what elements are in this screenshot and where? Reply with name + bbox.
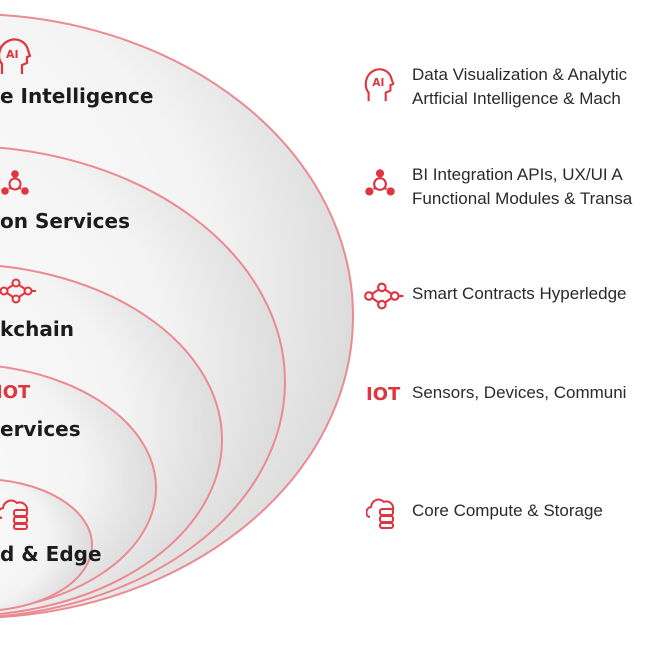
- legend-line: Functional Modules & Transa: [412, 189, 633, 208]
- layer-label-blockchain: kchain: [0, 317, 74, 341]
- legend-item-iot: IOT Sensors, Devices, Communi: [364, 381, 660, 441]
- legend-text: Core Compute & Storage: [412, 499, 660, 523]
- ai-head-icon: AI: [0, 38, 32, 74]
- legend-line: Data Visualization & Analytic: [412, 65, 628, 84]
- layer-label-cloud-edge: d & Edge: [0, 542, 102, 566]
- legend-item-services: BI Integration APIs, UX/UI A Functional …: [364, 163, 660, 223]
- legend-text: Smart Contracts Hyperledge: [412, 282, 660, 306]
- iot-icon: IOT: [0, 382, 31, 402]
- layer-label-services: on Services: [0, 209, 130, 233]
- iot-icon-text: IOT: [0, 382, 31, 402]
- ring-cloud-edge: [0, 479, 93, 611]
- network-cubes-icon: [1, 170, 29, 195]
- legend-item-blockchain: Smart Contracts Hyperledge: [364, 282, 660, 342]
- legend-item-cloud-edge: Core Compute & Storage: [364, 498, 660, 559]
- legend-text: Sensors, Devices, Communi: [412, 381, 660, 405]
- legend-line: Sensors, Devices, Communi: [412, 383, 627, 402]
- layer-label-intelligence: e Intelligence: [0, 84, 154, 108]
- legend-text: Data Visualization & Analytic Artficial …: [412, 63, 660, 111]
- legend-text: BI Integration APIs, UX/UI A Functional …: [412, 163, 660, 211]
- iot-icon: IOT: [366, 384, 401, 405]
- cloud-storage-icon: [0, 499, 29, 530]
- legend-line: Artficial Intelligence & Mach: [412, 89, 621, 108]
- cloud-storage-icon: [366, 498, 395, 529]
- legend-line: BI Integration APIs, UX/UI A: [412, 165, 623, 184]
- legend-item-intelligence: AI Data Visualization & Analytic Artfici…: [364, 63, 660, 123]
- iot-icon-text: IOT: [366, 384, 401, 405]
- legend-line: Smart Contracts Hyperledge: [412, 284, 627, 303]
- svg-text:AI: AI: [372, 77, 384, 89]
- ai-head-icon: AI: [364, 68, 395, 102]
- network-cubes-icon: [365, 169, 395, 196]
- legend-line: Core Compute & Storage: [412, 501, 603, 520]
- blockchain-links-icon: [0, 278, 36, 304]
- svg-text:AI: AI: [6, 48, 19, 61]
- blockchain-links-icon: [364, 282, 404, 310]
- layer-label-iot-services: ervices: [0, 417, 81, 441]
